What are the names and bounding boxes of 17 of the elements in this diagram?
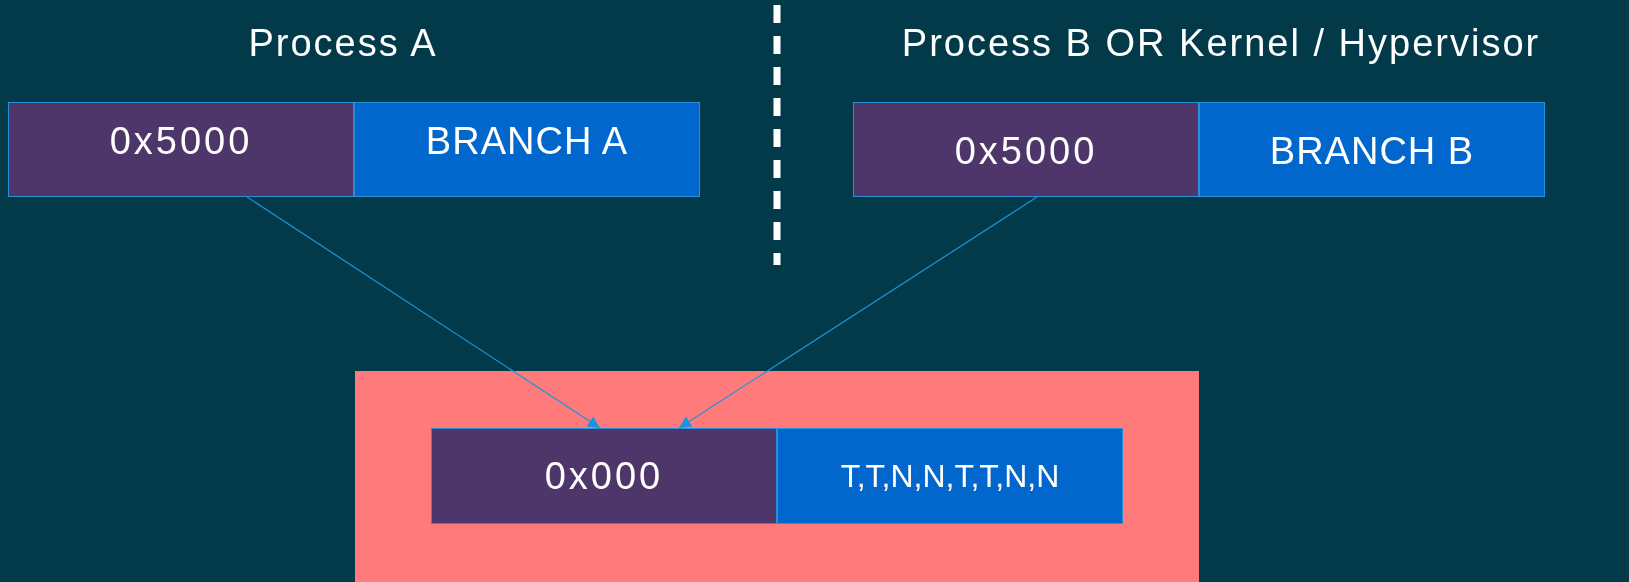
arrow xyxy=(678,196,1038,429)
address-text: 0x5000 xyxy=(954,130,1098,173)
box-shape xyxy=(355,371,1199,582)
branch-text: BRANCH B xyxy=(1269,130,1475,173)
branch-text: BRANCH A xyxy=(425,120,629,163)
address-cell xyxy=(8,102,354,197)
address-text: T,T,N,N,T,T,N,N xyxy=(840,457,1060,495)
address-text: 0x5000 xyxy=(109,120,253,163)
address-cell xyxy=(777,428,1123,524)
branch-text: 0x000 xyxy=(544,454,664,498)
process-heading: Process B OR Kernel / Hypervisor xyxy=(901,22,1541,65)
branch-cell xyxy=(431,428,777,524)
process-heading: Process A xyxy=(248,22,438,65)
arrow xyxy=(246,196,601,429)
branch-cell xyxy=(1199,102,1545,197)
address-cell xyxy=(853,102,1199,197)
branch-cell xyxy=(354,102,700,197)
